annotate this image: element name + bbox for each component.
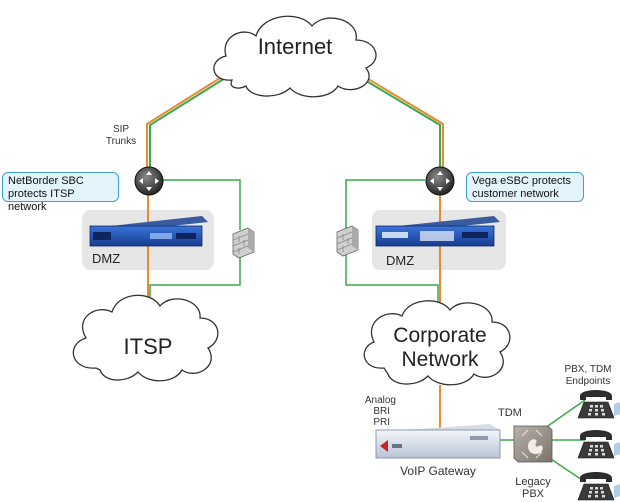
internet-cloud	[213, 15, 377, 98]
itsp-label: ITSP	[123, 334, 173, 359]
bri-label: BRI	[373, 406, 390, 417]
netborder-callout-line1: NetBorder SBC	[8, 175, 84, 187]
endpoints-label-line2: Endpoints	[565, 376, 611, 387]
pbx-switch-icon	[513, 425, 553, 463]
vega-callout-line1: Vega eSBC protects	[472, 175, 572, 187]
sip-trunk-left	[146, 67, 239, 168]
pri-label: PRI	[373, 417, 390, 428]
vega-esbc-appliance	[375, 216, 500, 247]
tdm-label: TDM	[498, 407, 522, 419]
right-green-links	[345, 179, 439, 305]
corporate-network-cloud	[363, 300, 511, 386]
itsp-cloud	[72, 294, 219, 382]
firewall-icon-right	[336, 225, 359, 257]
telephone-icon-2	[577, 430, 620, 459]
analog-label: Analog	[364, 395, 396, 406]
corporate-label-line1: Corporate	[393, 324, 487, 347]
telephone-icon-3	[577, 472, 620, 501]
sip-trunk-right	[347, 67, 444, 168]
legacy-pbx-label-line2: PBX	[521, 488, 544, 500]
dmz-label-left: DMZ	[92, 251, 121, 266]
voip-gateway-label: VoIP Gateway	[400, 464, 476, 478]
sip-trunks-label-line1: SIP	[112, 124, 130, 135]
left-green-links	[149, 179, 241, 302]
voip-gateway-device	[375, 424, 501, 459]
endpoints-label-line1: PBX, TDM	[564, 364, 612, 375]
netborder-callout: NetBorder SBC protects ITSP network	[2, 172, 119, 213]
vega-callout-line2: customer network	[472, 188, 559, 200]
sip-trunks-label-line2: Trunks	[105, 136, 137, 147]
telephone-icon-1	[577, 390, 620, 419]
corporate-label-line2: Network	[401, 348, 479, 371]
firewall-icon-left	[232, 227, 255, 259]
legacy-pbx-label-line1: Legacy	[515, 476, 551, 488]
router-icon-left	[134, 166, 164, 196]
internet-label: Internet	[257, 34, 333, 59]
vega-callout: Vega eSBC protects customer network	[466, 172, 584, 202]
netborder-callout-line2: protects ITSP network	[8, 188, 75, 213]
netborder-sbc-appliance	[89, 216, 208, 247]
dmz-label-right: DMZ	[386, 253, 415, 268]
router-icon-right	[425, 166, 455, 196]
